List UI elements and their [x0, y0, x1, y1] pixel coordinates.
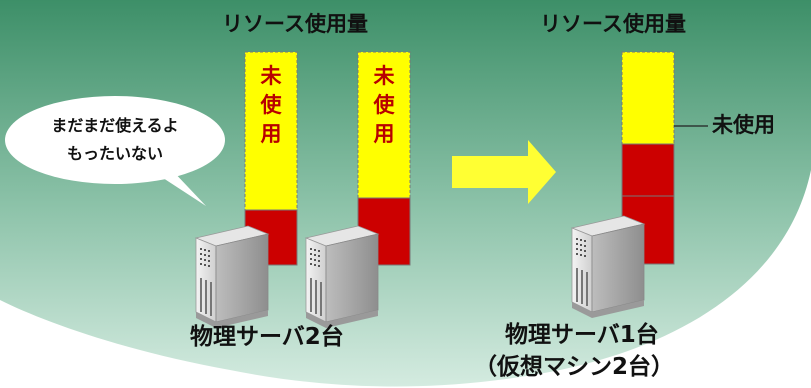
bar-1-unused	[244, 51, 298, 211]
bar-1	[244, 51, 298, 266]
server-icon	[194, 225, 270, 328]
bar-2-unused-label: 未 使 用	[373, 64, 395, 146]
after-title: リソース使用量	[540, 12, 686, 36]
bar-2-unused	[357, 51, 411, 199]
server-icon	[570, 215, 646, 318]
bar-combined-unused	[621, 51, 675, 145]
after-caption-line-2: （仮想マシン2台）	[474, 354, 675, 380]
arrow-right-icon	[452, 140, 556, 204]
speech-bubble-line-2: もったいない	[66, 144, 163, 163]
before-title: リソース使用量	[222, 12, 368, 36]
server-icon	[304, 225, 380, 328]
combined-unused-label: 未使用	[712, 113, 775, 137]
speech-bubble-line-1: まだまだ使えるよ	[51, 116, 179, 135]
bar-2	[357, 51, 411, 266]
after-caption-line-1: 物理サーバ1台	[505, 322, 659, 348]
bar-combined-used-1	[621, 143, 675, 197]
bar-1-unused-label: 未 使 用	[260, 64, 282, 146]
speech-bubble	[5, 96, 225, 206]
before-caption: 物理サーバ2台	[190, 324, 344, 350]
bar-combined	[621, 51, 675, 265]
